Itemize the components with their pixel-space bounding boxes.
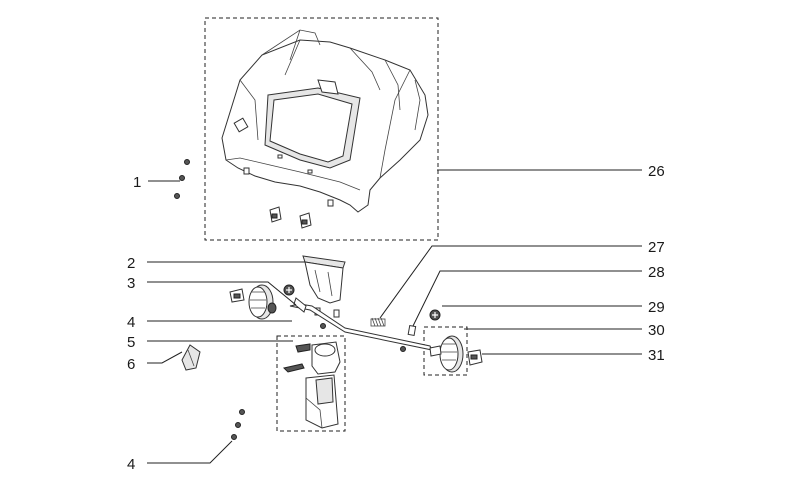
callout-5: 5 — [127, 334, 135, 351]
callout-28: 28 — [648, 264, 665, 281]
housing-cover-part — [221, 29, 429, 213]
callout-30: 30 — [648, 322, 665, 339]
handle-group-box — [276, 335, 346, 432]
callout-26: 26 — [648, 163, 665, 180]
callout-27: 27 — [648, 239, 665, 256]
right-wheel-part — [429, 335, 464, 373]
hubcap-left-part — [283, 284, 295, 296]
callout-4-upper: 4 — [127, 314, 135, 331]
leader-lines — [147, 169, 642, 464]
callout-4-lower: 4 — [127, 456, 135, 473]
hubcap-right-part — [429, 309, 441, 321]
spring-part — [370, 317, 386, 327]
callout-2: 2 — [127, 255, 135, 272]
knob-part — [181, 344, 201, 371]
screws-part — [174, 159, 190, 199]
callout-6: 6 — [127, 356, 135, 373]
callout-29: 29 — [648, 299, 665, 316]
pin-part — [407, 324, 417, 337]
wheel-clip-part — [467, 349, 483, 366]
housing-clips-part — [269, 206, 312, 229]
handle-assembly-part — [283, 341, 341, 429]
lower-screws-part — [231, 409, 245, 440]
left-wheel-part — [229, 284, 277, 320]
callout-31: 31 — [648, 347, 665, 364]
callout-1: 1 — [133, 174, 141, 191]
axle-part — [289, 297, 433, 352]
right-wheel-group-box — [423, 326, 468, 376]
callout-3: 3 — [127, 275, 135, 292]
housing-group-box — [204, 17, 439, 241]
